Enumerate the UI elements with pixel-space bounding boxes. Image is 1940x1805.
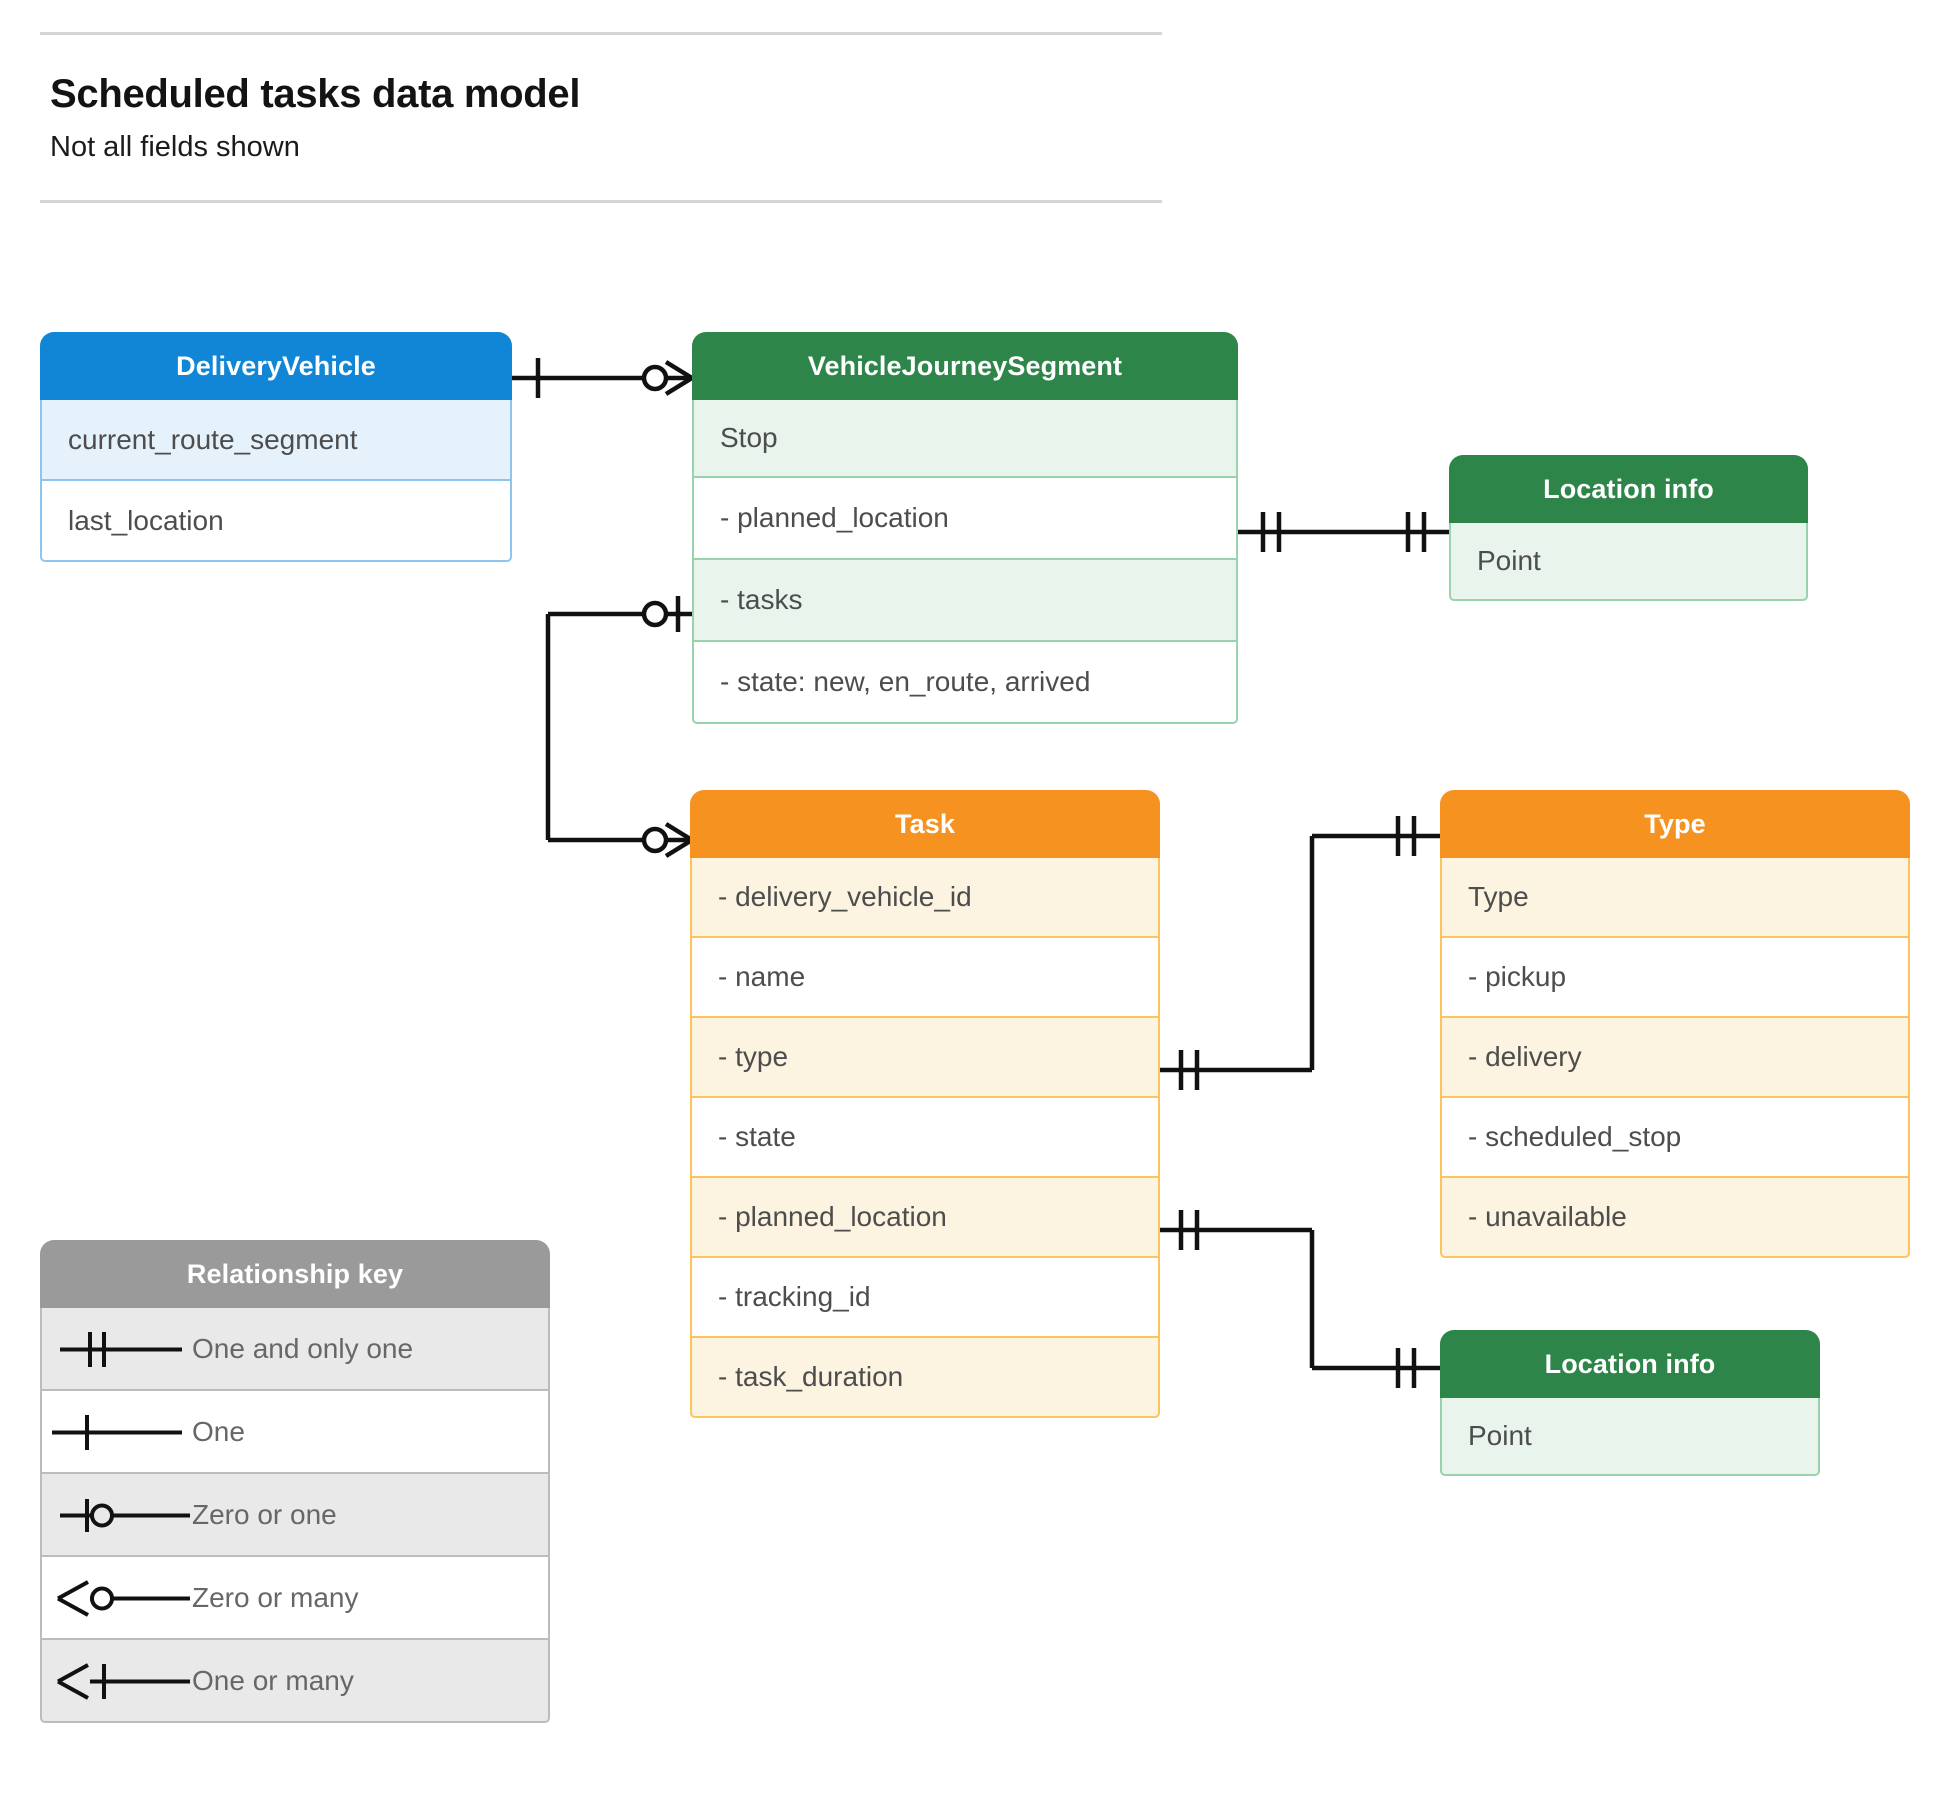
field-type-pickup: - pickup bbox=[1440, 938, 1910, 1018]
field-last-location: last_location bbox=[40, 481, 512, 562]
relationship-key-legend: Relationship key One and only one bbox=[40, 1240, 550, 1723]
relationship-key-title: Relationship key bbox=[40, 1240, 550, 1308]
entity-vehicle-journey-segment[interactable]: VehicleJourneySegment Stop - planned_loc… bbox=[692, 332, 1238, 724]
legend-item-one: One bbox=[40, 1391, 550, 1474]
legend-item-zero-or-one: Zero or one bbox=[40, 1474, 550, 1557]
field-task-task-duration: - task_duration bbox=[690, 1338, 1160, 1418]
field-type-header: Type bbox=[1440, 858, 1910, 938]
entity-type[interactable]: Type Type - pickup - delivery - schedule… bbox=[1440, 790, 1910, 1258]
legend-label-one: One bbox=[192, 1415, 245, 1447]
field-task-planned-location: - planned_location bbox=[690, 1178, 1160, 1258]
field-task-type: - type bbox=[690, 1018, 1160, 1098]
header-divider-bottom bbox=[40, 200, 1162, 203]
field-vjs-state: - state: new, en_route, arrived bbox=[692, 642, 1238, 724]
field-task-delivery-vehicle-id: - delivery_vehicle_id bbox=[690, 858, 1160, 938]
entity-task[interactable]: Task - delivery_vehicle_id - name - type… bbox=[690, 790, 1160, 1418]
one-or-many-icon bbox=[42, 1640, 192, 1721]
field-task-name: - name bbox=[690, 938, 1160, 1018]
entity-vehicle-journey-segment-title: VehicleJourneySegment bbox=[692, 332, 1238, 400]
entity-task-title: Task bbox=[690, 790, 1160, 858]
legend-label-zero-or-many: Zero or many bbox=[192, 1581, 359, 1613]
legend-label-zero-or-one: Zero or one bbox=[192, 1498, 337, 1530]
legend-item-one-or-many: One or many bbox=[40, 1640, 550, 1723]
page-title: Scheduled tasks data model bbox=[50, 72, 581, 116]
zero-or-one-icon bbox=[42, 1474, 192, 1555]
entity-location-info-bottom[interactable]: Location info Point bbox=[1440, 1330, 1820, 1476]
entity-location-info-bottom-title: Location info bbox=[1440, 1330, 1820, 1398]
field-location-info-top-point: Point bbox=[1449, 523, 1808, 601]
entity-delivery-vehicle-title: DeliveryVehicle bbox=[40, 332, 512, 400]
field-vjs-tasks: - tasks bbox=[692, 560, 1238, 642]
one-and-only-one-icon bbox=[42, 1308, 192, 1389]
one-icon bbox=[42, 1391, 192, 1472]
header-divider-top bbox=[40, 32, 1162, 35]
field-type-unavailable: - unavailable bbox=[1440, 1178, 1910, 1258]
field-type-scheduled-stop: - scheduled_stop bbox=[1440, 1098, 1910, 1178]
field-location-info-bottom-point: Point bbox=[1440, 1398, 1820, 1476]
field-current-route-segment: current_route_segment bbox=[40, 400, 512, 481]
entity-location-info-top[interactable]: Location info Point bbox=[1449, 455, 1808, 601]
legend-label-one-or-many: One or many bbox=[192, 1664, 354, 1696]
page-subtitle: Not all fields shown bbox=[50, 131, 300, 163]
legend-item-one-and-only-one: One and only one bbox=[40, 1308, 550, 1391]
entity-type-title: Type bbox=[1440, 790, 1910, 858]
field-type-delivery: - delivery bbox=[1440, 1018, 1910, 1098]
field-task-state: - state bbox=[690, 1098, 1160, 1178]
field-task-tracking-id: - tracking_id bbox=[690, 1258, 1160, 1338]
entity-delivery-vehicle[interactable]: DeliveryVehicle current_route_segment la… bbox=[40, 332, 512, 562]
legend-item-zero-or-many: Zero or many bbox=[40, 1557, 550, 1640]
legend-label-one-and-only-one: One and only one bbox=[192, 1332, 414, 1364]
zero-or-many-icon bbox=[42, 1557, 192, 1638]
entity-location-info-top-title: Location info bbox=[1449, 455, 1808, 523]
field-vjs-planned-location: - planned_location bbox=[692, 478, 1238, 560]
field-stop: Stop bbox=[692, 400, 1238, 478]
